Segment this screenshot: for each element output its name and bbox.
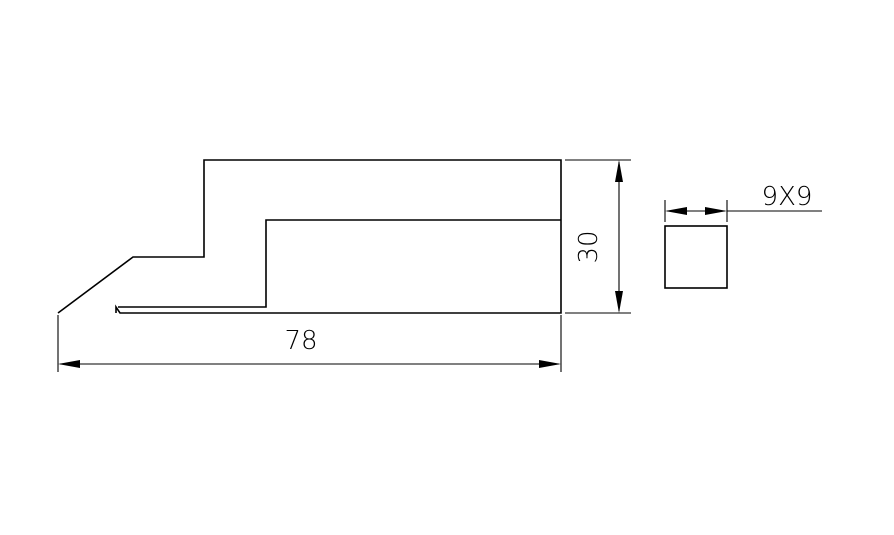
length-dimension-label: 78: [284, 326, 317, 356]
height-dimension-label: 30: [574, 230, 604, 263]
section-arrow-left: [665, 207, 687, 215]
tool-inner-step: [118, 219, 561, 308]
length-arrow-right: [539, 360, 561, 368]
height-arrow-top: [615, 160, 623, 182]
tool-outer-profile: [57, 159, 562, 314]
cross-section-view: 9X9: [664, 182, 822, 289]
cross-section-square: [664, 225, 728, 289]
length-dimension: 78: [57, 315, 562, 372]
height-dimension: 30: [565, 159, 631, 314]
section-dimension-label: 9X9: [762, 182, 813, 212]
height-arrow-bottom: [615, 291, 623, 313]
length-arrow-left: [58, 360, 80, 368]
section-arrow-right: [705, 207, 727, 215]
tool-side-view: [57, 159, 562, 314]
